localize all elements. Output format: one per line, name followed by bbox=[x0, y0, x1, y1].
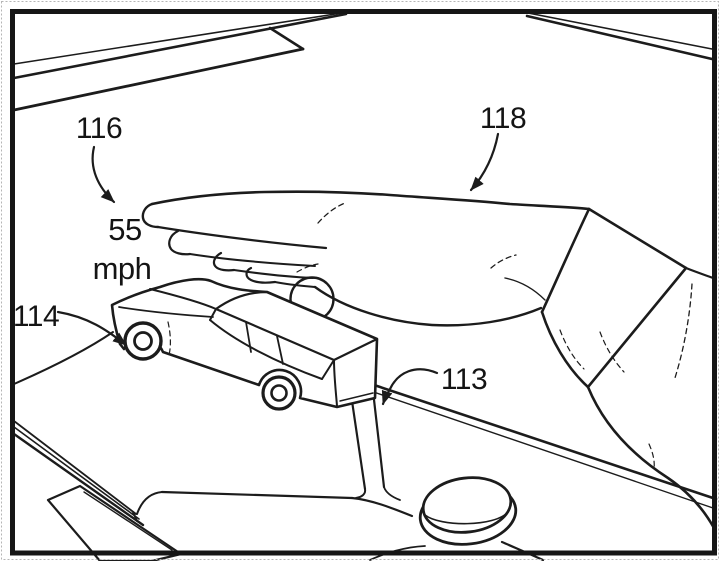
leader-arrow-118 bbox=[469, 132, 500, 192]
forearm-sleeve bbox=[586, 266, 716, 530]
reference-label-118: 118 bbox=[480, 102, 526, 135]
rear-wheel bbox=[261, 375, 297, 411]
reference-label-114: 114 bbox=[13, 300, 59, 333]
leader-arrow-116 bbox=[91, 145, 116, 204]
rotary-knob[interactable] bbox=[417, 473, 520, 550]
reference-label-116: 116 bbox=[76, 112, 122, 145]
leader-arrow-114 bbox=[56, 310, 128, 347]
windshield-header-trim bbox=[12, 11, 714, 112]
speed-readout-unit: mph bbox=[93, 251, 152, 286]
front-wheel bbox=[123, 321, 163, 361]
leader-arrows bbox=[56, 132, 500, 406]
vehicle-model[interactable] bbox=[110, 277, 379, 411]
speed-readout-value: 55 bbox=[108, 212, 141, 247]
leader-arrow-113 bbox=[381, 368, 439, 406]
model-pedestal bbox=[350, 389, 401, 501]
reference-label-113: 113 bbox=[441, 363, 487, 396]
shirt-cuff bbox=[540, 207, 688, 389]
gesturing-hand[interactable] bbox=[141, 190, 716, 530]
